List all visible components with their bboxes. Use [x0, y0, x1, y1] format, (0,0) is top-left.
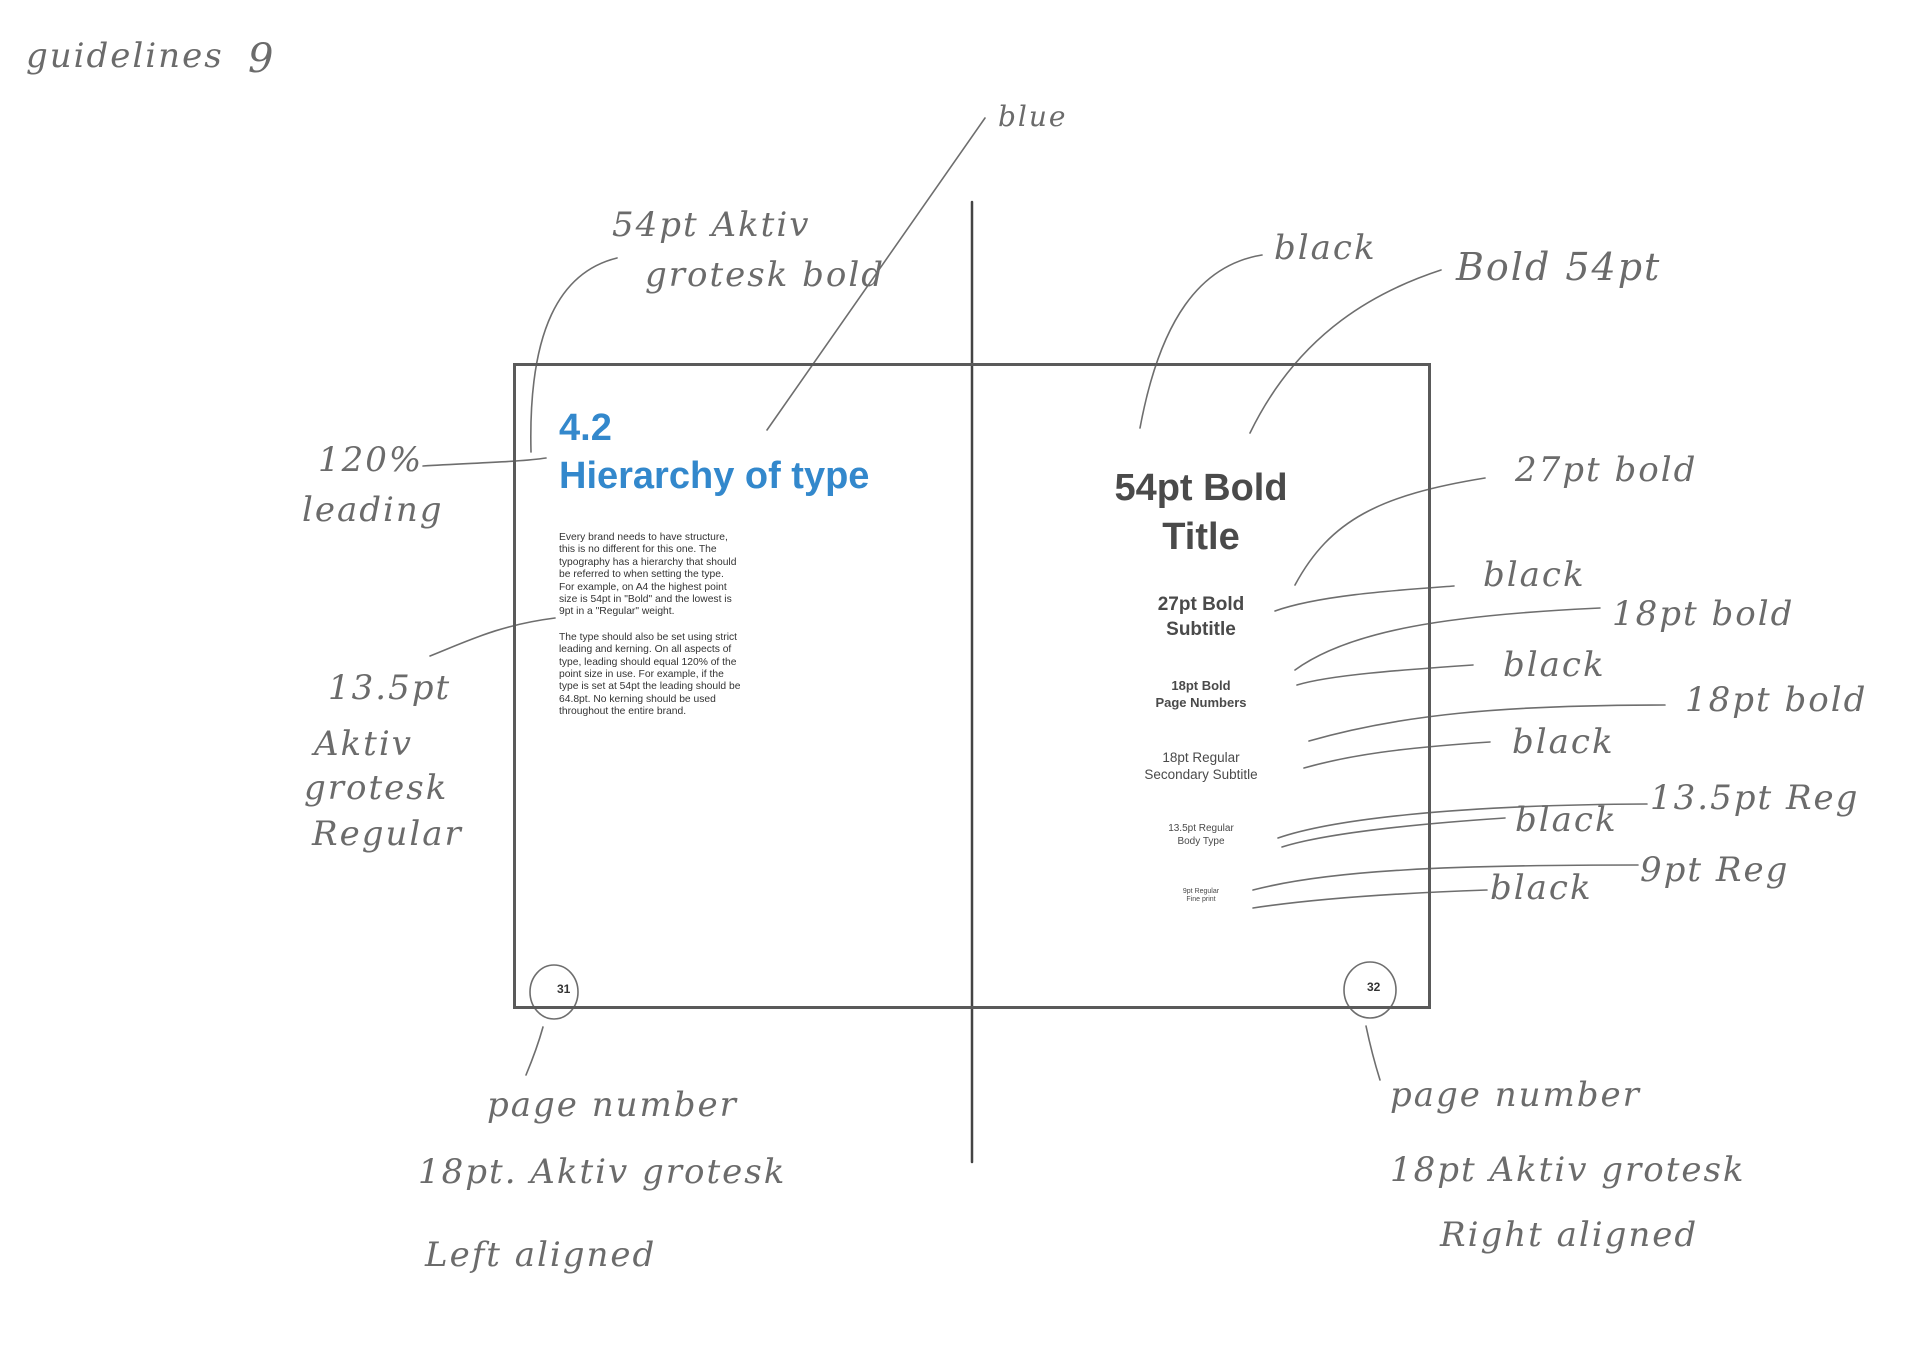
sample-subtitle: 27pt Bold Subtitle — [1110, 592, 1292, 642]
note-right-page-number-2: 18pt Aktiv grotesk — [1390, 1150, 1746, 1190]
note-left-page-number-2: 18pt. Aktiv grotesk — [418, 1152, 787, 1192]
note-body-size: 13.5pt Reg — [1650, 778, 1860, 818]
sample-body-line: 13.5pt Regular — [1168, 823, 1234, 834]
leader-page-numbers-color — [1296, 664, 1474, 686]
note-subtitle-color: black — [1483, 555, 1586, 595]
sample-subtitle-line: Subtitle — [1166, 619, 1236, 640]
sample-fine-line: Fine print — [1186, 896, 1216, 903]
page-number-right: 32 — [1367, 980, 1381, 994]
page-number-left: 31 — [557, 982, 571, 996]
sample-page-numbers-line: 18pt Bold — [1171, 678, 1231, 693]
leader-title-size — [1249, 269, 1442, 434]
note-fine-size: 9pt Reg — [1640, 850, 1790, 890]
heading-title: Hierarchy of type — [559, 455, 870, 497]
note-body-font-2: Aktiv — [314, 724, 413, 764]
body-paragraph: The type should also be set using strict… — [559, 631, 741, 718]
note-body-font-1: 13.5pt — [328, 668, 452, 708]
sample-fine-line: 9pt Regular — [1182, 888, 1220, 895]
leader-subtitle-size — [1294, 477, 1486, 586]
note-page-numbers-size: 18pt bold — [1612, 594, 1795, 634]
sample-secondary-line: Secondary Subtitle — [1144, 767, 1258, 782]
note-page-numbers-color: black — [1503, 645, 1606, 685]
note-fine-color: black — [1490, 868, 1593, 908]
note-body-font-3: grotesk — [304, 768, 449, 808]
note-heading-color: blue — [998, 100, 1068, 133]
leader-page-numbers-size — [1294, 607, 1601, 671]
leader-body-font — [429, 617, 556, 657]
leader-leading — [422, 457, 547, 467]
sample-title: 54pt Bold Title — [1090, 464, 1312, 562]
leader-fine-color — [1252, 889, 1488, 909]
sample-body-type: 13.5pt Regular Body Type — [1120, 822, 1282, 848]
sample-secondary-subtitle: 18pt Regular Secondary Subtitle — [1110, 749, 1292, 783]
sample-page-numbers: 18pt Bold Page Numbers — [1110, 677, 1292, 711]
note-heading-font-1: 54pt Aktiv — [612, 205, 811, 245]
corner-note: guidelines — [26, 36, 224, 76]
note-heading-font-2: grotesk bold — [645, 255, 886, 295]
leader-title-color — [1139, 254, 1263, 429]
note-left-page-number-3: Left aligned — [425, 1235, 657, 1275]
note-right-page-number-1: page number — [1390, 1075, 1641, 1115]
sample-body-line: Body Type — [1177, 836, 1225, 847]
sample-subtitle-line: 27pt Bold — [1157, 594, 1245, 615]
sample-fine-print: 9pt Regular Fine print — [1150, 888, 1252, 904]
body-copy: Every brand needs to have structure, thi… — [559, 532, 741, 732]
section-heading: 4.2 Hierarchy of type — [559, 404, 869, 500]
leader-fine-size — [1252, 864, 1639, 891]
note-secondary-size: 18pt bold — [1685, 680, 1868, 720]
note-title-color: black — [1274, 228, 1377, 268]
sample-title-line: 54pt Bold — [1114, 467, 1288, 509]
leader-secondary-size — [1308, 704, 1666, 742]
note-body-font-4: Regular — [312, 814, 463, 854]
sample-page-numbers-line: Page Numbers — [1155, 695, 1247, 710]
corner-number: 9 — [248, 36, 276, 82]
leader-body-color — [1281, 817, 1506, 848]
body-paragraph: Every brand needs to have structure, thi… — [559, 532, 737, 618]
leader-heading-font — [530, 257, 618, 453]
leader-body-size — [1277, 803, 1648, 839]
note-secondary-color: black — [1512, 722, 1615, 762]
leader-secondary-color — [1303, 741, 1491, 769]
note-subtitle-size: 27pt bold — [1515, 450, 1698, 490]
note-right-page-number-3: Right aligned — [1440, 1215, 1699, 1255]
note-title-size: Bold 54pt — [1456, 245, 1662, 289]
note-body-color: black — [1515, 800, 1618, 840]
note-leading-2: leading — [302, 490, 444, 530]
leader-page-32 — [1365, 1025, 1381, 1081]
circle-page-31 — [529, 964, 579, 1020]
heading-number: 4.2 — [559, 407, 612, 449]
leader-blue — [766, 117, 986, 431]
sample-secondary-line: 18pt Regular — [1162, 750, 1240, 765]
sample-title-line: Title — [1162, 516, 1240, 558]
page-spread-frame — [513, 363, 1431, 1009]
circle-page-32 — [1343, 961, 1397, 1019]
leader-page-31 — [525, 1026, 544, 1076]
note-leading-1: 120% — [318, 440, 424, 480]
note-left-page-number-1: page number — [487, 1085, 738, 1125]
leader-subtitle-color — [1274, 585, 1455, 612]
